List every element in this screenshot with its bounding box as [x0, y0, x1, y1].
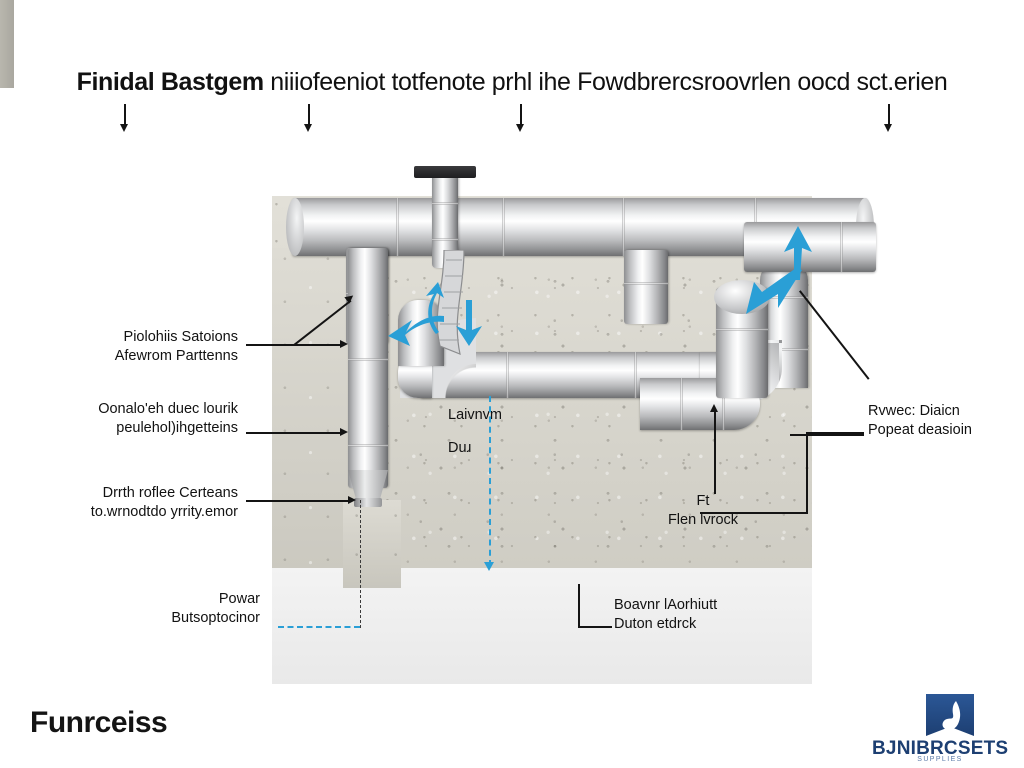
duct-drop-foot	[354, 498, 382, 507]
annotation-left-3-line2: to.wrnodtdo yrrity.emor	[90, 503, 238, 520]
duct-right-outlet	[744, 222, 876, 272]
leader-right-1	[790, 434, 864, 436]
title-tick-2-arrow	[304, 124, 312, 132]
leader-left-2-arrow	[340, 428, 348, 436]
duct-vertical-drop	[348, 248, 388, 488]
duct-branch-right	[624, 250, 668, 324]
annotation-center-2-line2: Flen lvrock	[667, 511, 739, 528]
footer-brand: Funrceiss	[30, 706, 168, 739]
leader-center-2-arrow	[710, 404, 718, 412]
leader-bottom-2-vertical	[578, 584, 580, 628]
leader-center-2-corner	[806, 432, 808, 512]
annotation-center-1-line1: Laivnvm	[448, 407, 502, 423]
airflow-arrow-icon-hook	[420, 282, 446, 336]
leader-center-2-vertical	[714, 412, 716, 494]
title-tick-4-arrow	[884, 124, 892, 132]
ceiling-boot-flange	[414, 166, 476, 178]
annotation-left-1: Piolohiis Satoions Afewrom Parttenns	[20, 328, 238, 365]
leader-center-1-arrow	[484, 562, 494, 571]
title-tick-1-arrow	[120, 124, 128, 132]
leader-left-2	[246, 432, 342, 434]
leader-bottom-2	[578, 626, 612, 628]
concrete-pedestal-side	[0, 0, 14, 88]
leader-center-1-dashed	[489, 396, 491, 566]
annotation-left-2-line1: Oonalo'eh duec lourik	[98, 401, 238, 417]
duct-flex-connector	[430, 249, 476, 360]
airflow-arrow-icon-down	[452, 300, 486, 348]
title-tick-2	[308, 104, 310, 126]
leader-center-2-horizontal	[700, 512, 808, 514]
title-tick-1	[124, 104, 126, 126]
annotation-center-1-line2: Duɹ	[448, 439, 472, 456]
annotation-left-2: Oonalo'eh duec lourik peulehol)ihgettein…	[20, 400, 238, 437]
annotation-bottom-2: Boavnr lAorhiutt Duton etdrck	[614, 596, 814, 633]
leader-bottom-1-dashed	[278, 626, 360, 628]
annotation-bottom-1-line1: Powar	[218, 591, 260, 607]
annotation-left-3: Drrth roflee Certeans to.wrnodtdo yrrity…	[20, 484, 238, 521]
annotation-bottom-2-line1: Boavnr lAorhiutt	[614, 597, 718, 613]
leader-left-1-arrow	[340, 340, 348, 348]
annotation-right-1-line1: Rvwec: Diaicn	[868, 403, 960, 419]
airflow-arrow-icon-left	[386, 312, 446, 352]
annotation-left-1-line2: Afewrom Parttenns	[114, 347, 238, 364]
leader-left-3-arrow	[348, 496, 356, 504]
annotation-bottom-2-line2: Duton etdrck	[614, 615, 697, 632]
annotation-center-1: Laivnvm Duɹ	[448, 406, 568, 457]
title-tick-4	[888, 104, 890, 126]
annotation-right-1: Rvwec: Diaicn Popeat deasioin	[868, 402, 1018, 439]
title-tick-3	[520, 104, 522, 126]
annotation-center-2: Ft Flen lvrock	[648, 492, 758, 529]
logo-subtext: SUPPLIES	[917, 756, 963, 763]
page-title-strong: Finidal Bastgem	[76, 68, 264, 96]
page-title-light: niiiofeeniot totfenote prhl ihe Fowdbrer…	[263, 68, 948, 96]
leader-right-connector	[806, 432, 864, 434]
concrete-pedestal	[343, 500, 401, 588]
leader-left-3	[246, 500, 350, 502]
annotation-right-1-line2: Popeat deasioin	[868, 421, 972, 438]
logo: BJNIBRCSETS SUPPLIES	[872, 694, 1008, 766]
leader-bottom-1-vertical	[360, 500, 361, 628]
annotation-left-2-line2: peulehol)ihgetteins	[116, 419, 238, 436]
annotation-left-1-line1: Piolohiis Satoions	[123, 329, 238, 345]
airflow-arrow-icon-right-up	[778, 226, 818, 282]
annotation-center-2-line1: Ft	[696, 493, 710, 509]
title-tick-3-arrow	[516, 124, 524, 132]
duct-trunk-cap-left	[286, 198, 304, 256]
logo-text: BJNIBRCSETS	[872, 738, 1009, 759]
logo-swoosh-icon	[938, 700, 964, 732]
annotation-left-3-line1: Drrth roflee Certeans	[102, 485, 238, 501]
airflow-arrow-icon-right-diag	[744, 268, 804, 316]
annotation-bottom-1: Powar Butsoptocinor	[20, 590, 260, 627]
page-title: Finidal Bastgem niiiofeeniot totfenote p…	[0, 68, 1024, 97]
annotation-bottom-1-line2: Butsoptocinor	[171, 609, 260, 626]
